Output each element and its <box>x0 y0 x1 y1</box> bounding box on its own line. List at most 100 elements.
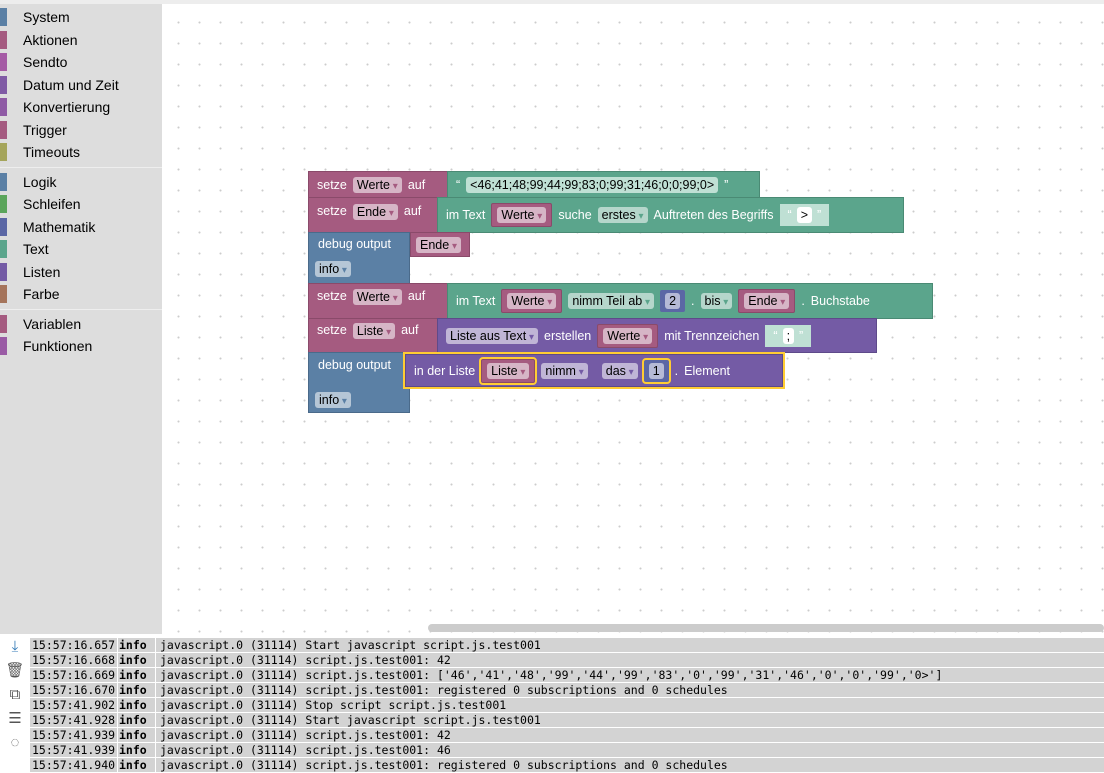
log-level: info <box>118 698 156 712</box>
dot-label: . <box>801 294 805 308</box>
werte-variable-block[interactable]: Werte <box>597 323 659 348</box>
category-label: Mathematik <box>23 218 96 235</box>
log-time: 15:57:41.939 <box>30 728 118 742</box>
trash-icon[interactable]: 🗑 <box>5 662 25 679</box>
werte-variable-block[interactable]: Werte <box>491 203 553 227</box>
category-color-swatch <box>0 75 7 94</box>
liste-variable-block[interactable]: Liste <box>479 356 538 385</box>
variable-dropdown[interactable]: Liste <box>352 323 396 339</box>
category-logik[interactable]: Logik <box>0 171 162 194</box>
category-label: Variablen <box>23 315 82 332</box>
text-literal-block[interactable]: “ > ” <box>779 204 830 226</box>
open-quote-icon: “ <box>787 208 792 222</box>
debug-output-block[interactable]: debug output info <box>308 232 410 284</box>
debug-output-block[interactable]: debug output info <box>308 352 410 413</box>
category-funktionen[interactable]: Funktionen <box>0 335 162 358</box>
variable-dropdown[interactable]: Liste <box>487 362 530 379</box>
category-label: Sendto <box>23 54 68 71</box>
werte-variable-block[interactable]: Werte <box>501 289 563 313</box>
number-block[interactable]: 1 <box>641 357 671 384</box>
category-sendto[interactable]: Sendto <box>0 51 162 74</box>
dot-label: . <box>691 294 695 308</box>
close-quote-icon: ” <box>817 208 822 222</box>
category-system[interactable]: System <box>0 6 162 29</box>
log-message: javascript.0 (31114) script.js.test001: … <box>160 653 451 667</box>
category-label: Schleifen <box>23 196 81 213</box>
category-color-swatch <box>0 195 7 214</box>
scroll-down-icon[interactable]: ⤓ <box>11 637 19 655</box>
category-aktionen[interactable]: Aktionen <box>0 29 162 52</box>
variable-dropdown[interactable]: Werte <box>352 176 402 193</box>
category-label: Listen <box>23 263 61 280</box>
log-time: 15:57:16.670 <box>30 683 118 697</box>
blockly-workspace[interactable] <box>162 4 1104 634</box>
split-mode-dropdown[interactable]: Liste aus Text <box>446 327 539 344</box>
variable-dropdown[interactable]: Ende <box>744 293 790 309</box>
list-split-block[interactable]: Liste aus Text erstellen Werte mit Trenn… <box>437 318 877 353</box>
category-label: Text <box>23 241 49 258</box>
open-quote-icon: “ <box>773 328 778 343</box>
text-field[interactable]: ; <box>782 327 795 344</box>
log-level: info <box>118 668 156 682</box>
variable-dropdown[interactable]: Ende <box>416 236 462 253</box>
number-field[interactable]: 2 <box>665 293 681 309</box>
debug-label: debug output <box>318 237 391 251</box>
close-quote-icon: ” <box>724 177 729 192</box>
to-mode-dropdown[interactable]: bis <box>700 293 733 309</box>
to-label: auf <box>407 289 426 303</box>
copy-icon[interactable]: ⧉ <box>9 685 21 703</box>
variable-dropdown[interactable]: Ende <box>352 204 398 220</box>
text-literal-block[interactable]: “;” <box>765 324 812 347</box>
workspace-horizontal-scrollbar[interactable] <box>428 624 1104 632</box>
category-schleifen[interactable]: Schleifen <box>0 193 162 216</box>
category-konvertierung[interactable]: Konvertierung <box>0 96 162 119</box>
list-get-block[interactable]: in der Liste Liste nimm das 1 . Element <box>403 352 785 389</box>
text-indexof-block[interactable]: im Text Werte suche erstes Auftreten des… <box>437 197 904 233</box>
text-substring-block[interactable]: im Text Werte nimm Teil ab 2 . bis Ende … <box>447 283 933 319</box>
category-label: Trigger <box>23 121 67 138</box>
text-field[interactable]: <46;41;48;99;44;99;83;0;99;31;46;0;0;99;… <box>466 176 719 193</box>
category-label: Timeouts <box>23 144 81 161</box>
set-ende-block[interactable]: setze Ende auf <box>308 197 438 233</box>
text-field[interactable]: > <box>796 207 812 223</box>
log-message: javascript.0 (31114) script.js.test001: … <box>160 758 728 772</box>
category-divider <box>0 308 162 310</box>
log-level-dropdown[interactable]: info <box>315 392 351 408</box>
position-dropdown[interactable]: das <box>601 362 638 379</box>
category-farbe[interactable]: Farbe <box>0 283 162 306</box>
number-block[interactable]: 2 <box>660 290 686 312</box>
occurrence-label: Auftreten des Begriffs <box>653 208 774 222</box>
variable-dropdown[interactable]: Werte <box>352 289 402 305</box>
category-listen[interactable]: Listen <box>0 261 162 284</box>
set-werte-block[interactable]: setze Werte auf <box>308 283 448 319</box>
first-last-dropdown[interactable]: erstes <box>597 207 648 223</box>
log-level-dropdown[interactable]: info <box>315 261 351 277</box>
set-liste-block[interactable]: setze Liste auf <box>308 318 438 353</box>
layout-icon[interactable]: ☰ <box>8 710 22 727</box>
ende-variable-block[interactable]: Ende <box>738 289 796 313</box>
category-divider <box>0 166 162 168</box>
category-datum-und-zeit[interactable]: Datum und Zeit <box>0 74 162 97</box>
to-label: auf <box>401 323 419 337</box>
category-timeouts[interactable]: Timeouts <box>0 141 162 164</box>
category-mathematik[interactable]: Mathematik <box>0 216 162 239</box>
hide-icon[interactable]: ◌ <box>10 733 20 751</box>
number-field[interactable]: 1 <box>648 362 664 379</box>
category-text[interactable]: Text <box>0 238 162 261</box>
set-werte-block[interactable]: setze Werte auf <box>308 171 448 198</box>
variable-dropdown[interactable]: Werte <box>507 293 557 309</box>
ende-variable-block[interactable]: Ende <box>410 232 470 257</box>
top-border <box>0 0 1104 4</box>
variable-dropdown[interactable]: Werte <box>497 207 547 223</box>
delimiter-label: mit Trennzeichen <box>664 328 760 343</box>
category-trigger[interactable]: Trigger <box>0 119 162 142</box>
category-color-swatch <box>0 143 7 162</box>
substring-mode-dropdown[interactable]: nimm Teil ab <box>568 293 655 309</box>
text-literal-block[interactable]: “ <46;41;48;99;44;99;83;0;99;31;46;0;0;9… <box>447 171 760 198</box>
category-variablen[interactable]: Variablen <box>0 313 162 336</box>
variable-dropdown[interactable]: Werte <box>603 327 653 344</box>
get-mode-dropdown[interactable]: nimm <box>541 362 588 379</box>
